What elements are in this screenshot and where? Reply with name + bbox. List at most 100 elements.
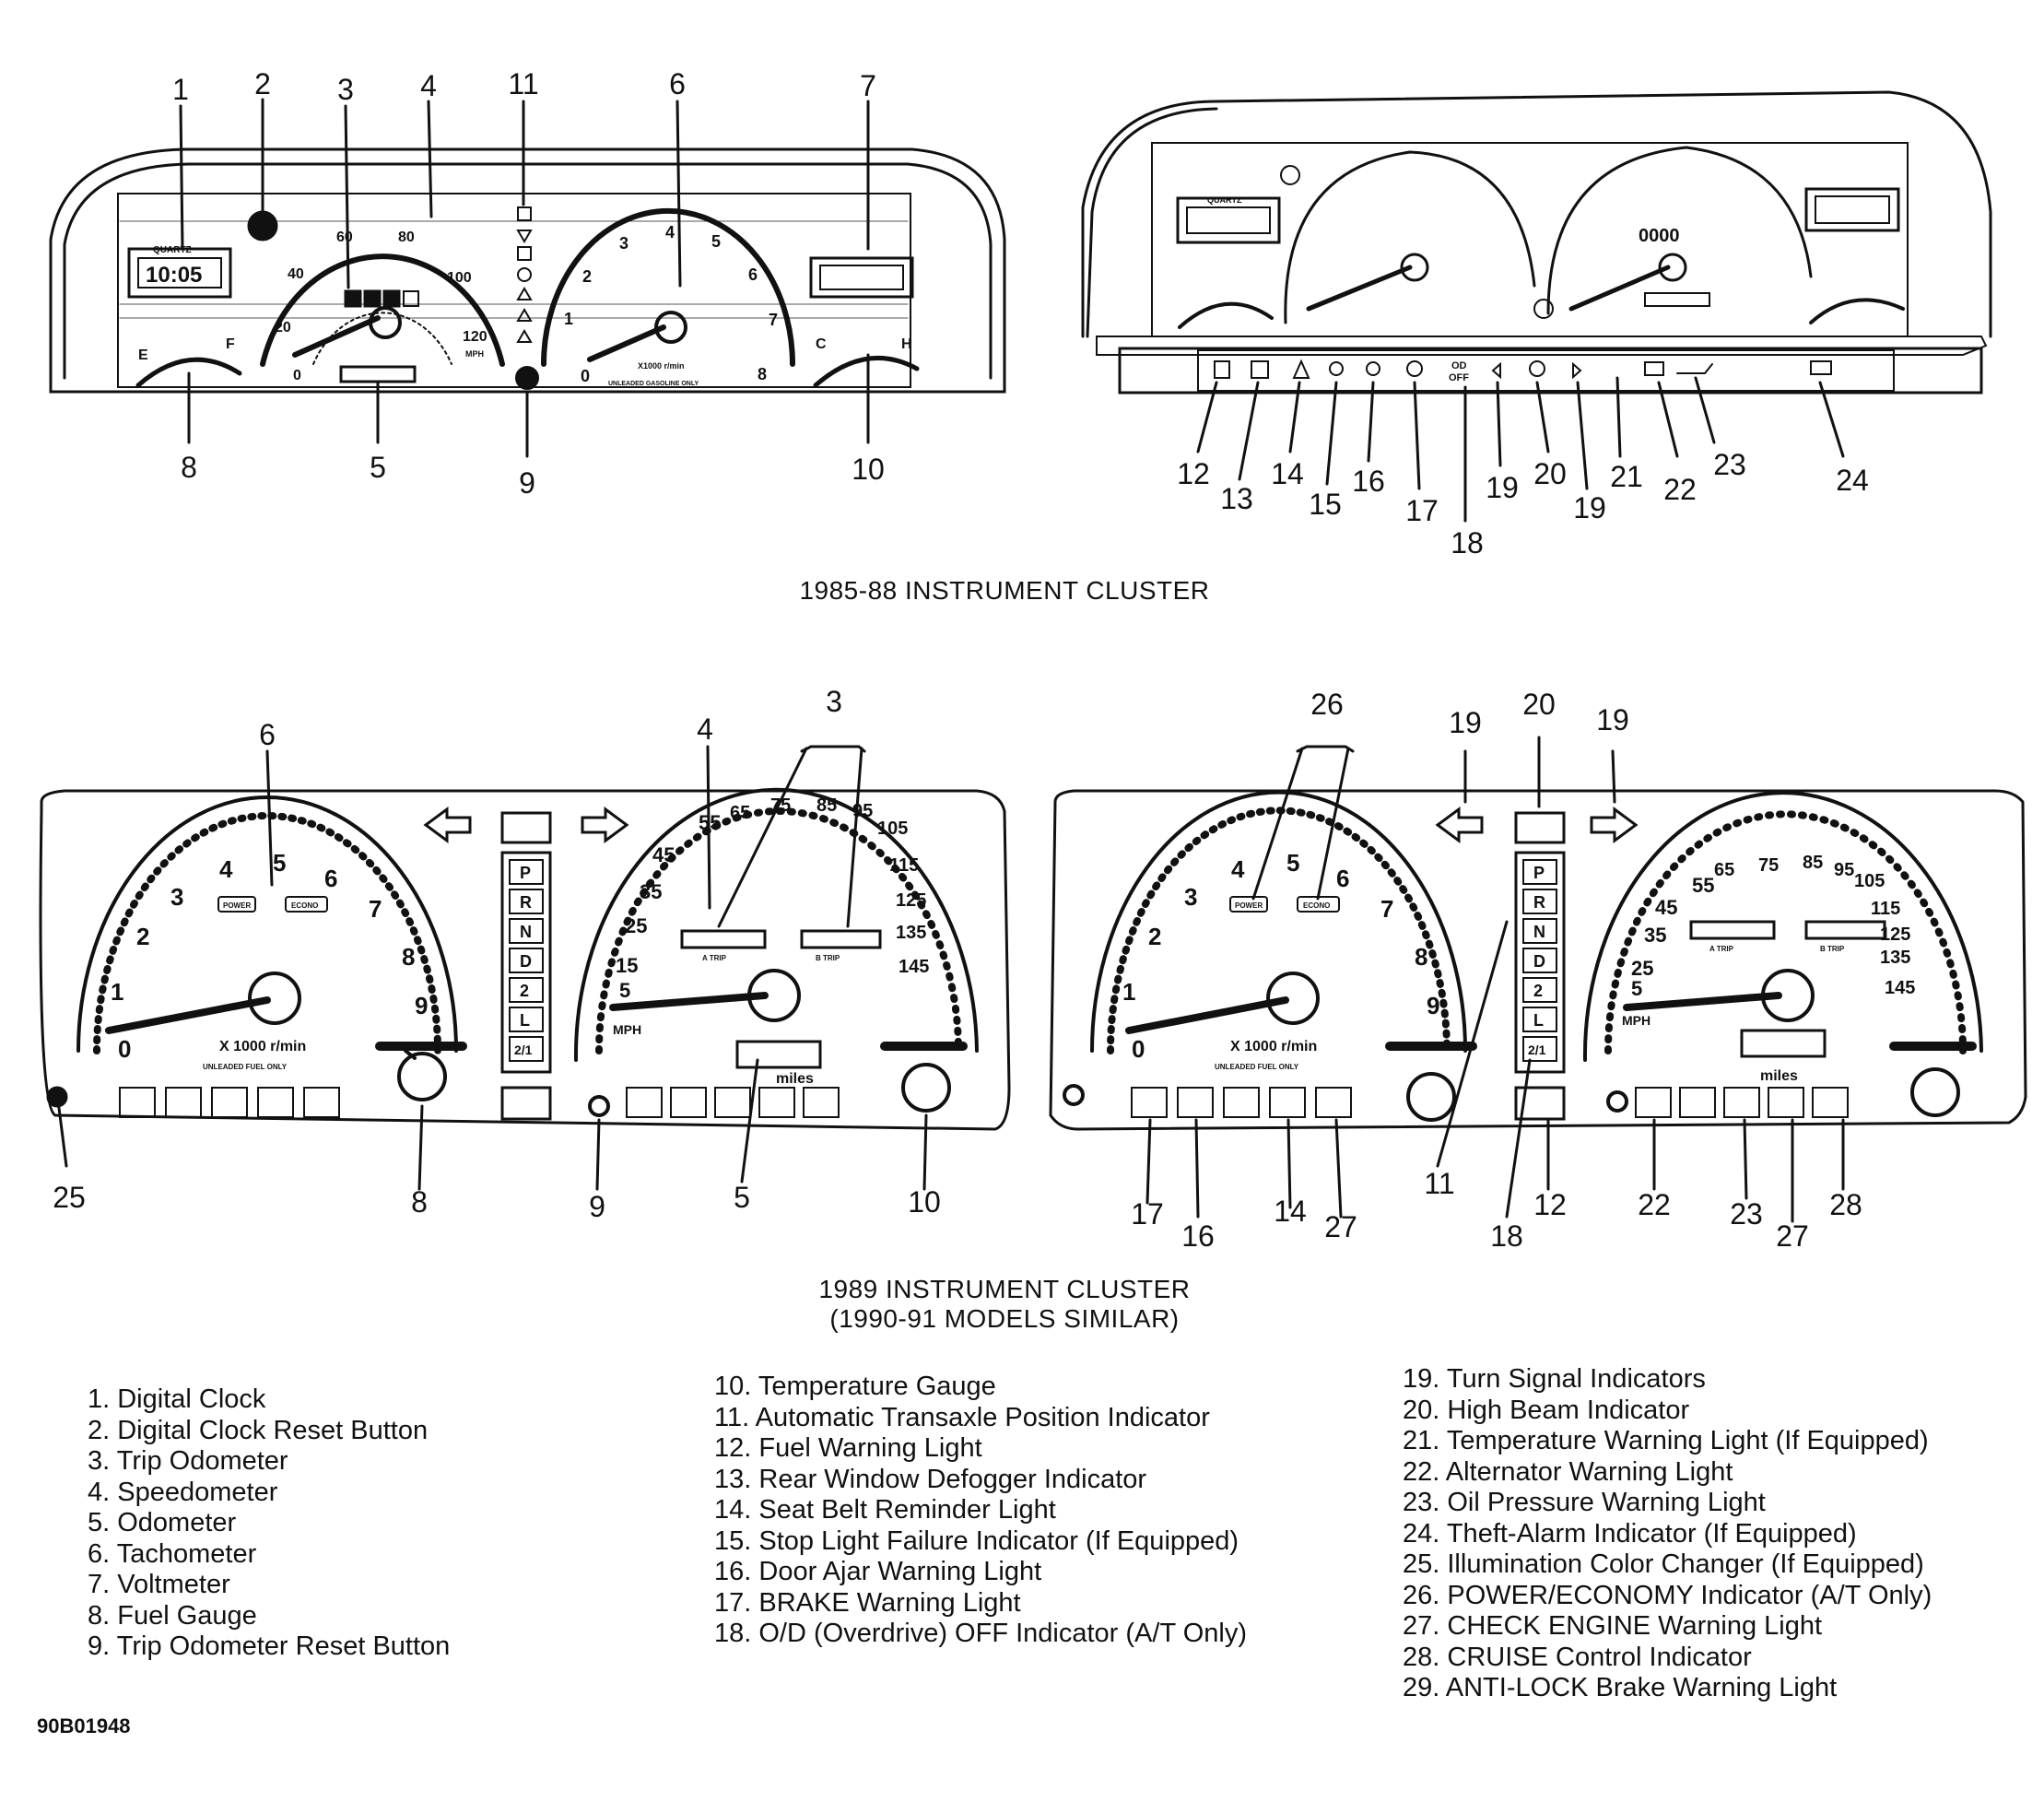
callout-number: 9: [519, 466, 535, 500]
speed89r-label: 65: [1714, 860, 1734, 880]
gear-letter: 2/1: [1528, 1042, 1546, 1057]
speed89r-label: 115: [1871, 899, 1900, 919]
callout-number: 19: [1486, 471, 1519, 504]
legend-item: 24. Theft-Alarm Indicator (If Equipped): [1403, 1518, 1857, 1549]
speed89r-label: 5: [1631, 977, 1642, 1000]
miles-label: miles: [1760, 1068, 1798, 1084]
speed-tick-label: 120: [463, 329, 488, 345]
tach89r-label: 5: [1286, 849, 1299, 877]
speed-tick-label: 20: [275, 320, 291, 336]
tach89-label: 6: [324, 865, 337, 892]
tach89r-label: 8: [1415, 943, 1427, 971]
speed89r-label: 135: [1880, 948, 1910, 968]
clock-time: 10:05: [146, 263, 202, 288]
temp-c-label: C: [816, 336, 827, 352]
callout-number: 4: [697, 713, 713, 746]
tach89-label: 8: [402, 943, 415, 971]
cluster-1985-88-digital: [1081, 90, 1992, 395]
callout-number: 6: [669, 67, 686, 100]
figure-id: 90B01948: [37, 1714, 131, 1737]
callout-number: 6: [259, 718, 276, 751]
legend-item: 18. O/D (Overdrive) OFF Indicator (A/T O…: [714, 1619, 1247, 1648]
mph-label: MPH: [465, 349, 484, 359]
trip-reset-button[interactable]: [515, 366, 539, 390]
tach89r-label: 9: [1427, 992, 1439, 1019]
speed89r-label: 75: [1758, 855, 1779, 876]
gear-letter: D: [1533, 952, 1545, 971]
fuel-warning-icon: [1214, 360, 1230, 379]
cluster-1985-88-analog: [49, 147, 1006, 394]
bottom-caption-line1: 1989 INSTRUMENT CLUSTER: [818, 1275, 1191, 1303]
legend-column-1: 1. Digital Clock 2. Digital Clock Reset …: [88, 1384, 450, 1663]
od-off-bottom: OFF: [1449, 372, 1469, 383]
callout-number: 11: [1424, 1167, 1454, 1200]
seat-belt-icon: [1292, 359, 1310, 379]
speed-tick-label: 0: [293, 368, 301, 383]
speed89-label: 105: [877, 819, 908, 839]
callout-number: 5: [370, 451, 386, 484]
a-trip-label: A TRIP: [702, 954, 727, 962]
speed89-label: 15: [616, 954, 638, 977]
mph89-label: MPH: [613, 1022, 641, 1037]
turn-left-icon: [1491, 361, 1501, 380]
illumination-changer-button[interactable]: [46, 1086, 68, 1108]
speed89-label: 45: [652, 843, 675, 866]
callout-number: 20: [1533, 457, 1567, 490]
speed89r-label: 105: [1854, 871, 1885, 891]
legend-item: 14. Seat Belt Reminder Light: [714, 1495, 1056, 1525]
legend-item: 27. CHECK ENGINE Warning Light: [1403, 1611, 1823, 1641]
warning-light-strip: [1118, 347, 1983, 395]
brake-icon: [1406, 360, 1423, 377]
fuel-gauge-85: [135, 357, 242, 388]
legend-item: 11. Automatic Transaxle Position Indicat…: [714, 1402, 1210, 1432]
callout-number: 19: [1596, 703, 1629, 736]
tach-tick-label: 3: [619, 234, 628, 253]
callout-number: 28: [1829, 1188, 1862, 1221]
legend-item: 22. Alternator Warning Light: [1403, 1456, 1733, 1487]
callout-number: 12: [1177, 457, 1210, 490]
tachometer-85: [541, 207, 795, 367]
callout-number: 14: [1274, 1195, 1307, 1228]
power-label: POWER: [1235, 901, 1263, 910]
turn-right-icon: [1572, 361, 1582, 380]
econ-label: ECONO: [1303, 901, 1330, 910]
od-off-top: OD: [1451, 360, 1467, 371]
callout-number: 27: [1776, 1219, 1809, 1253]
tach-tick-label: 8: [758, 365, 767, 383]
indicator-column-85: [515, 206, 539, 390]
callout-number: 15: [1309, 488, 1342, 521]
turn-right-arrow-icon: [581, 807, 629, 843]
tach89-label: 1: [111, 978, 123, 1006]
speed89-label: 35: [640, 880, 662, 903]
legend-item: 26. POWER/ECONOMY Indicator (A/T Only): [1403, 1580, 1932, 1610]
tach89-label: 3: [170, 883, 183, 911]
speed89r-label: 95: [1834, 860, 1854, 880]
tach-tick-label: 0: [581, 367, 590, 385]
speed89r-label: 35: [1644, 924, 1666, 947]
gear-letter: D: [520, 952, 532, 971]
speed89-label: 95: [852, 801, 873, 821]
b-trip-label: B TRIP: [1820, 945, 1845, 953]
tach89r-label: 7: [1380, 895, 1393, 923]
legend-item: 7. Voltmeter: [88, 1570, 230, 1599]
speed89-label: 135: [896, 923, 926, 943]
legend-item: 6. Tachometer: [88, 1538, 257, 1569]
speed89-label: 115: [889, 855, 919, 876]
trip-reset-button-89[interactable]: [588, 1095, 610, 1117]
callout-number: 1: [172, 73, 189, 106]
legend-item: 9. Trip Odometer Reset Button: [88, 1631, 451, 1661]
callout-number: 11: [508, 67, 538, 100]
speed89r-label: 25: [1631, 957, 1653, 980]
callout-number: 9: [589, 1190, 605, 1223]
callout-number: 10: [852, 453, 885, 486]
clock-reset-button[interactable]: [247, 210, 278, 241]
speed89r-label: 45: [1655, 896, 1677, 919]
gear-letter: 2/1: [514, 1042, 533, 1057]
stop-light-icon: [1329, 361, 1344, 376]
callout-number: 23: [1730, 1197, 1763, 1231]
tach89r-label: 2: [1148, 923, 1161, 950]
legend-column-3: 19. Turn Signal Indicators 20. High Beam…: [1403, 1364, 1932, 1704]
quartz-label: QUARTZ: [1207, 195, 1242, 205]
high-beam-icon: [1529, 360, 1545, 377]
tach89r-label: 6: [1336, 865, 1349, 892]
